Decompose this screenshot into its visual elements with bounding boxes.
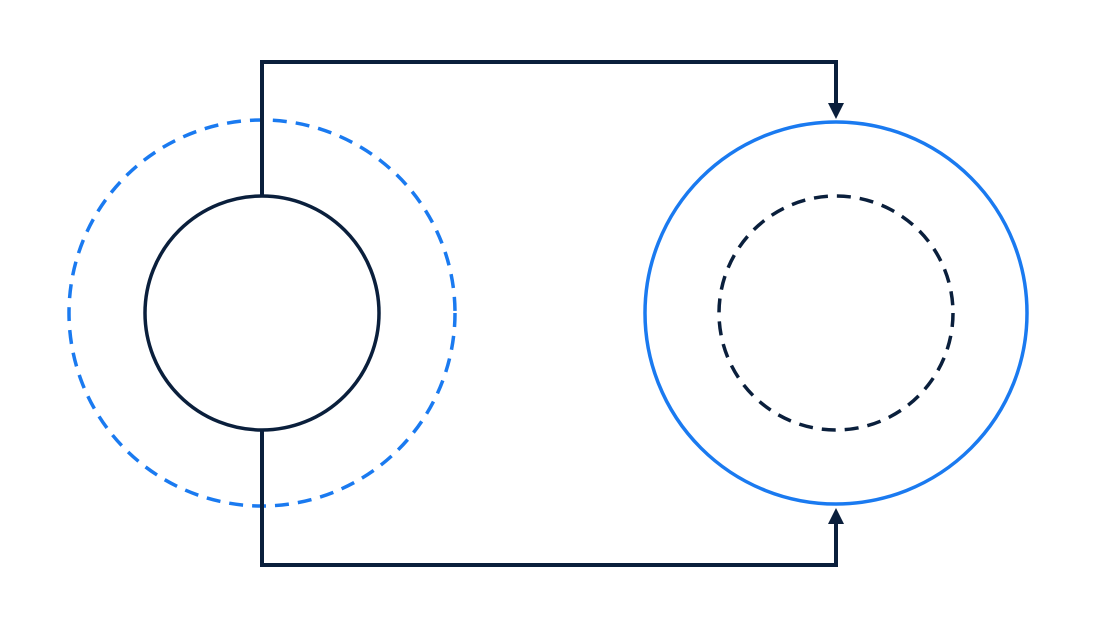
right-inner-dashed-circle (717, 194, 955, 432)
left-inner-solid-circle (143, 194, 381, 432)
top-arrowhead (828, 103, 844, 119)
top-connector (260, 60, 838, 196)
right-outer-solid-circle (643, 120, 1029, 506)
bottom-arrowhead (828, 508, 844, 524)
bottom-connector (260, 430, 838, 567)
